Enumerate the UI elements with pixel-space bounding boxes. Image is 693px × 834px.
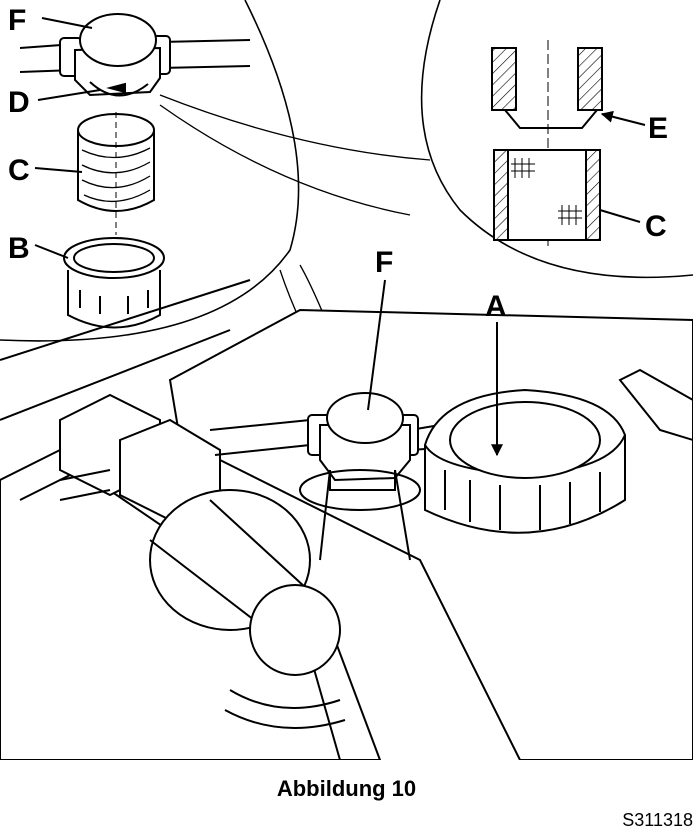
- label-d: D: [8, 86, 30, 119]
- figure-caption: Abbildung 10: [276, 776, 417, 801]
- label-b: B: [8, 232, 30, 265]
- filter-housing-top: [19, 13, 251, 97]
- detail-bubble-left: [0, 0, 300, 342]
- detail-bubble-right: [420, 0, 693, 279]
- leader-e: [600, 110, 646, 126]
- label-f-top: F: [8, 4, 26, 37]
- leader-f-top: [41, 17, 93, 29]
- leader-b: [34, 244, 69, 259]
- leader-f-center: [367, 279, 386, 411]
- leader-c-right: [599, 209, 641, 223]
- zoom-cone: [159, 94, 431, 396]
- label-e: E: [648, 112, 668, 145]
- cross-section-detail: [491, 40, 603, 250]
- label-f-center: F: [375, 246, 393, 279]
- label-c-right: C: [645, 210, 667, 243]
- filter-diagram: F D C B E C F A: [0, 0, 693, 760]
- leader-d: [37, 89, 101, 101]
- figure-code: S311318: [622, 810, 693, 830]
- filter-bowl: [63, 237, 165, 329]
- machine-assembly: [0, 279, 693, 760]
- label-c-left: C: [8, 154, 30, 187]
- filter-screen: [77, 112, 155, 235]
- leader-lines: [34, 17, 646, 457]
- leader-c-left: [34, 167, 83, 173]
- label-a: A: [485, 290, 507, 323]
